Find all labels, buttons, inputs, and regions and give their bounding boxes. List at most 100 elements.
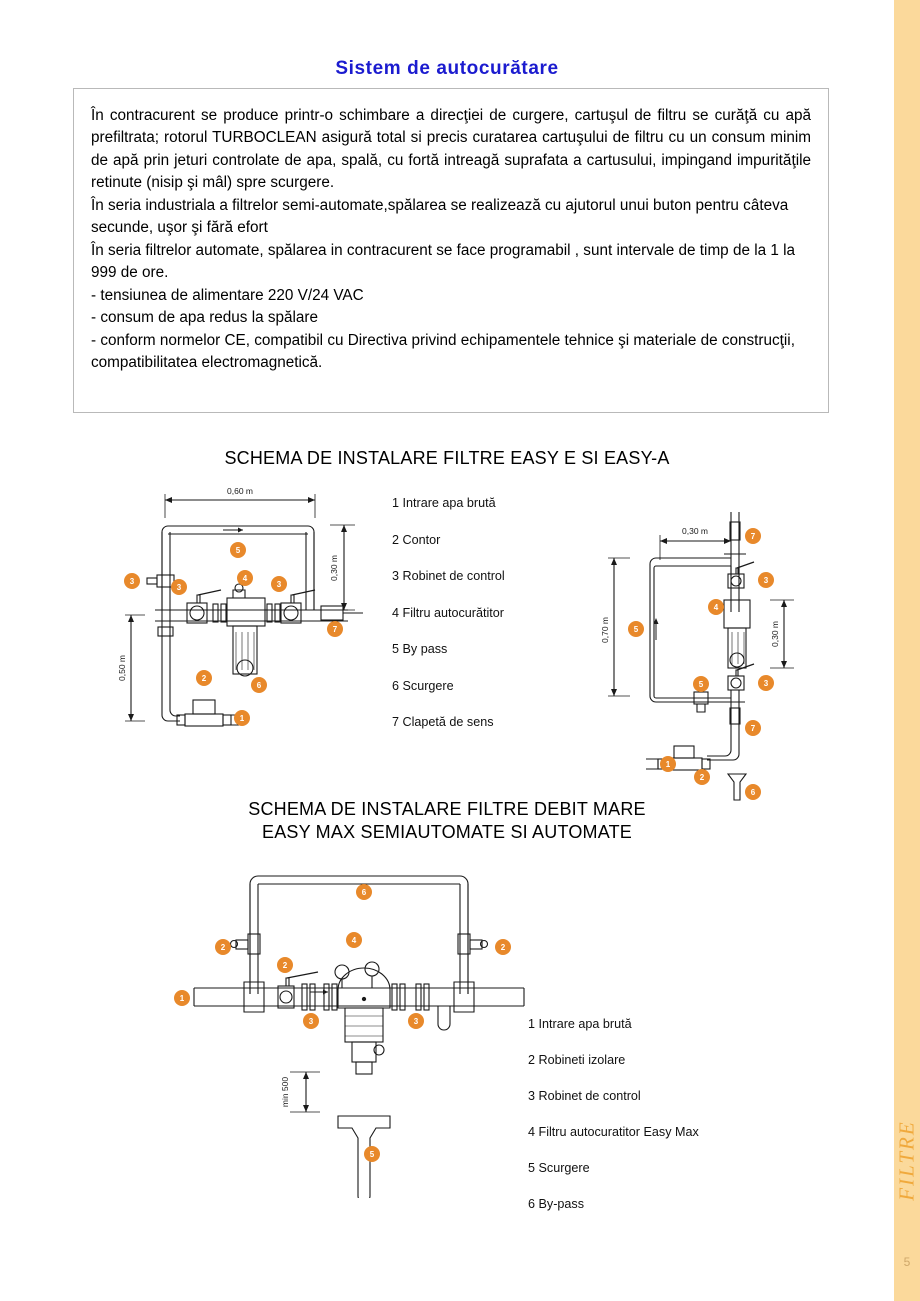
legend-easy-max: 1 Intrare apa brută 2 Robineti izolare 3… (528, 1017, 699, 1233)
marker-1: 1 (174, 990, 190, 1006)
diagram-easy-e-drawing: 0,60 m 0,30 m 0,50 m 5 3 3 4 3 7 2 6 1 (117, 486, 363, 727)
svg-text:1: 1 (240, 714, 245, 723)
marker-2-right: 2 (495, 939, 511, 955)
marker-2: 2 (196, 670, 212, 686)
svg-text:5: 5 (634, 625, 639, 634)
svg-text:4: 4 (714, 603, 719, 612)
page-title: Sistem de autocurătare (335, 58, 559, 79)
marker-1: 1 (234, 710, 250, 726)
svg-text:3: 3 (277, 580, 282, 589)
svg-text:6: 6 (362, 888, 367, 897)
svg-text:5: 5 (699, 680, 704, 689)
dim-label-min-drop: min 500 (280, 1077, 290, 1108)
svg-text:6: 6 (751, 788, 756, 797)
legend-item: 5 By pass (392, 642, 448, 656)
legend-item: 6 By-pass (528, 1197, 584, 1211)
intro-bullet: - conform normelor CE, compatibil cu Dir… (91, 331, 795, 372)
schema-max-heading-line2: EASY MAX SEMIAUTOMATE SI AUTOMATE (261, 821, 632, 842)
marker-1: 1 (660, 756, 676, 772)
svg-text:1: 1 (180, 994, 185, 1003)
svg-text:6: 6 (257, 681, 262, 690)
svg-text:4: 4 (352, 936, 357, 945)
schema-max-heading: SCHEMA DE INSTALARE FILTRE DEBIT MARE EA… (0, 798, 894, 843)
marker-5-left: 5 (628, 621, 644, 637)
intro-paragraphs: În contracurent se produce printr-o schi… (74, 89, 828, 375)
svg-text:3: 3 (309, 1017, 314, 1026)
legend-item: 4 Filtru autocuratitor Easy Max (528, 1125, 699, 1139)
marker-4: 4 (237, 570, 253, 586)
svg-text:2: 2 (283, 961, 288, 970)
page-side-bar (894, 0, 920, 1301)
marker-6: 6 (745, 784, 761, 800)
marker-group: 5 3 3 4 3 7 2 6 1 (124, 542, 343, 726)
intro-paragraph: În seria filtrelor automate, spălarea in… (91, 241, 796, 282)
dim-label-right: 0,30 m (770, 621, 780, 647)
side-tab-label: FILTRE (894, 1100, 920, 1220)
legend-item: 3 Robinet de control (392, 569, 505, 583)
svg-text:3: 3 (764, 576, 769, 585)
svg-text:5: 5 (370, 1150, 375, 1159)
marker-3-b: 3 (271, 576, 287, 592)
dim-label-top: 0,30 m (682, 526, 708, 536)
svg-text:2: 2 (700, 773, 705, 782)
marker-3-top: 3 (758, 572, 774, 588)
schema-easy-heading: SCHEMA DE INSTALARE FILTRE EASY E SI EAS… (224, 448, 670, 468)
marker-5: 5 (230, 542, 246, 558)
legend-item: 1 Intrare apa brută (528, 1017, 632, 1031)
legend-item: 5 Scurgere (528, 1161, 590, 1175)
intro-text-box: În contracurent se produce printr-o schi… (73, 88, 829, 413)
intro-paragraph: În seria industriala a filtrelor semi-au… (91, 196, 789, 237)
page-number: 5 (903, 1255, 911, 1269)
legend-item: 4 Filtru autocurătitor (392, 605, 504, 620)
intro-bullet: - tensiunea de alimentare 220 V/24 VAC (91, 286, 364, 304)
marker-6-bypass: 6 (356, 884, 372, 900)
svg-text:1: 1 (666, 760, 671, 769)
svg-text:3: 3 (764, 679, 769, 688)
marker-3-right: 3 (408, 1013, 424, 1029)
diagram-easy-a: 0,30 m 0,70 m 0,30 m 7 3 4 5 5 3 7 1 2 6 (598, 512, 810, 802)
svg-text:4: 4 (243, 574, 248, 583)
diagram-easy-max-drawing: min 500 6 2 4 2 2 1 3 3 5 (174, 875, 525, 1198)
svg-text:7: 7 (751, 532, 756, 541)
marker-7-top: 7 (745, 528, 761, 544)
marker-2: 2 (694, 769, 710, 785)
marker-group: 6 2 4 2 2 1 3 3 5 (174, 884, 511, 1162)
marker-5-bottom: 5 (693, 676, 709, 692)
legend-item: 7 Clapetă de sens (392, 715, 494, 729)
marker-3-a: 3 (171, 579, 187, 595)
marker-6: 6 (251, 677, 267, 693)
svg-text:3: 3 (177, 583, 182, 592)
diagram-easy-a-drawing: 0,30 m 0,70 m 0,30 m 7 3 4 5 5 3 7 1 2 6 (600, 512, 794, 801)
legend-item: 2 Contor (392, 532, 441, 547)
marker-2-left: 2 (215, 939, 231, 955)
marker-2-mid: 2 (277, 957, 293, 973)
intro-bullet: - consum de apa redus la spălare (91, 309, 319, 327)
dim-label-right: 0,30 m (329, 555, 339, 581)
intro-paragraph: În contracurent se produce printr-o schi… (91, 107, 811, 192)
side-tab-text: FILTRE (894, 1119, 919, 1201)
marker-3-left: 3 (303, 1013, 319, 1029)
legend-item: 6 Scurgere (392, 678, 454, 693)
legend-item: 1 Intrare apa brută (392, 496, 496, 510)
svg-text:7: 7 (333, 625, 338, 634)
svg-text:2: 2 (221, 943, 226, 952)
marker-3-left: 3 (124, 573, 140, 589)
marker-5: 5 (364, 1146, 380, 1162)
legend-item: 3 Robinet de control (528, 1089, 641, 1103)
svg-text:2: 2 (501, 943, 506, 952)
legend-easy: 1 Intrare apa brută 2 Contor 3 Robinet d… (392, 496, 505, 752)
marker-7: 7 (327, 621, 343, 637)
marker-4: 4 (346, 932, 362, 948)
marker-3-bottom: 3 (758, 675, 774, 691)
dim-label-left: 0,50 m (117, 655, 127, 681)
marker-4: 4 (708, 599, 724, 615)
svg-text:7: 7 (751, 724, 756, 733)
svg-text:5: 5 (236, 546, 241, 555)
schema-max-heading-line1: SCHEMA DE INSTALARE FILTRE DEBIT MARE (248, 799, 646, 819)
marker-group: 7 3 4 5 5 3 7 1 2 6 (628, 528, 774, 800)
dim-label-left: 0,70 m (600, 617, 610, 643)
svg-text:3: 3 (130, 577, 135, 586)
marker-7-bottom: 7 (745, 720, 761, 736)
svg-text:2: 2 (202, 674, 207, 683)
svg-text:3: 3 (414, 1017, 419, 1026)
